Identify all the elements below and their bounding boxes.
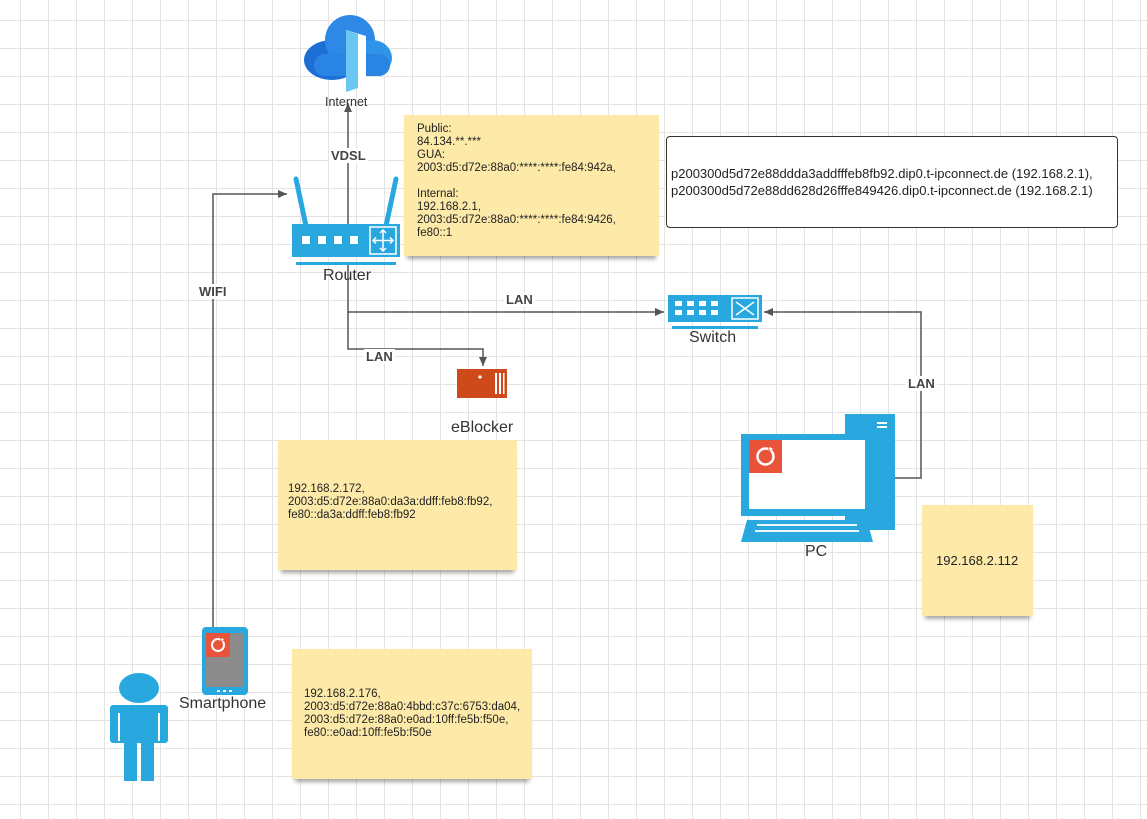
eblocker-icon: [457, 369, 507, 398]
wifi-label: WIFI: [197, 284, 229, 299]
hostname-box: p200300d5d72e88ddda3addfffeb8fb92.dip0.t…: [666, 136, 1118, 228]
hostname-line: p200300d5d72e88dd628d26fffe849426.dip0.t…: [671, 183, 1093, 198]
internet-label: Internet: [325, 95, 368, 109]
smartphone-note-line: 2003:d5:d72e:88a0:4bbd:c37c:6753:da04,: [304, 701, 521, 713]
wifi-connector: [212, 190, 287, 632]
router-note-line: 84.134.**.***: [417, 136, 481, 148]
router-note-line: [417, 175, 659, 188]
smartphone-address-note: 192.168.2.176,2003:d5:d72e:88a0:4bbd:c37…: [292, 649, 532, 779]
router-note-line: 2003:d5:d72e:88a0:****:****:fe84:942a,: [417, 162, 616, 174]
router-address-note: Public:84.134.**.***GUA:2003:d5:d72e:88a…: [404, 115, 659, 256]
switch-label: Switch: [689, 329, 737, 346]
router-switch-lan-label: LAN: [504, 292, 535, 307]
router-note-line: fe80::1: [417, 227, 453, 239]
router-note-line: 192.168.2.1,: [417, 201, 481, 213]
pc-switch-connector: [764, 308, 922, 479]
eblocker-note-line: 2003:d5:d72e:88a0:da3a:ddff:feb8:fb92,: [288, 496, 493, 508]
router-note-line: GUA:: [417, 149, 446, 161]
pc-label: PC: [805, 543, 828, 560]
router-icon: [292, 176, 400, 265]
router-eblocker-connector: [347, 312, 487, 366]
cloud-icon: [304, 15, 392, 92]
pc-address-text: 192.168.2.112: [936, 553, 1019, 568]
user-icon: [110, 673, 168, 781]
pc-switch-lan-label: LAN: [906, 376, 937, 391]
router-eblocker-lan-label: LAN: [364, 349, 395, 364]
eblocker-note-line: 192.168.2.172,: [288, 483, 365, 495]
router-note-line: 2003:d5:d72e:88a0:****:****:fe84:9426,: [417, 214, 616, 226]
router-note-line: Internal:: [417, 188, 459, 200]
eblocker-note-line: fe80::da3a:ddff:feb8:fb92: [288, 509, 416, 521]
smartphone-note-line: 2003:d5:d72e:88a0:e0ad:10ff:fe5b:f50e,: [304, 714, 509, 726]
router-note-line: Public:: [417, 123, 452, 135]
smartphone-note-line: 192.168.2.176,: [304, 688, 381, 700]
eblocker-address-note: 192.168.2.172,2003:d5:d72e:88a0:da3a:ddf…: [278, 440, 517, 570]
hostname-line: p200300d5d72e88ddda3addfffeb8fb92.dip0.t…: [671, 166, 1093, 181]
pc-address-note: 192.168.2.112: [922, 505, 1033, 616]
eblocker-label: eBlocker: [451, 419, 514, 436]
router-label: Router: [323, 267, 372, 284]
smartphone-icon: [202, 627, 248, 695]
switch-icon: [668, 295, 762, 329]
smartphone-note-line: fe80::e0ad:10ff:fe5b:f50e: [304, 727, 432, 739]
smartphone-label: Smartphone: [179, 695, 267, 712]
vdsl-label: VDSL: [329, 148, 368, 163]
desktop-pc-icon: [741, 414, 895, 542]
